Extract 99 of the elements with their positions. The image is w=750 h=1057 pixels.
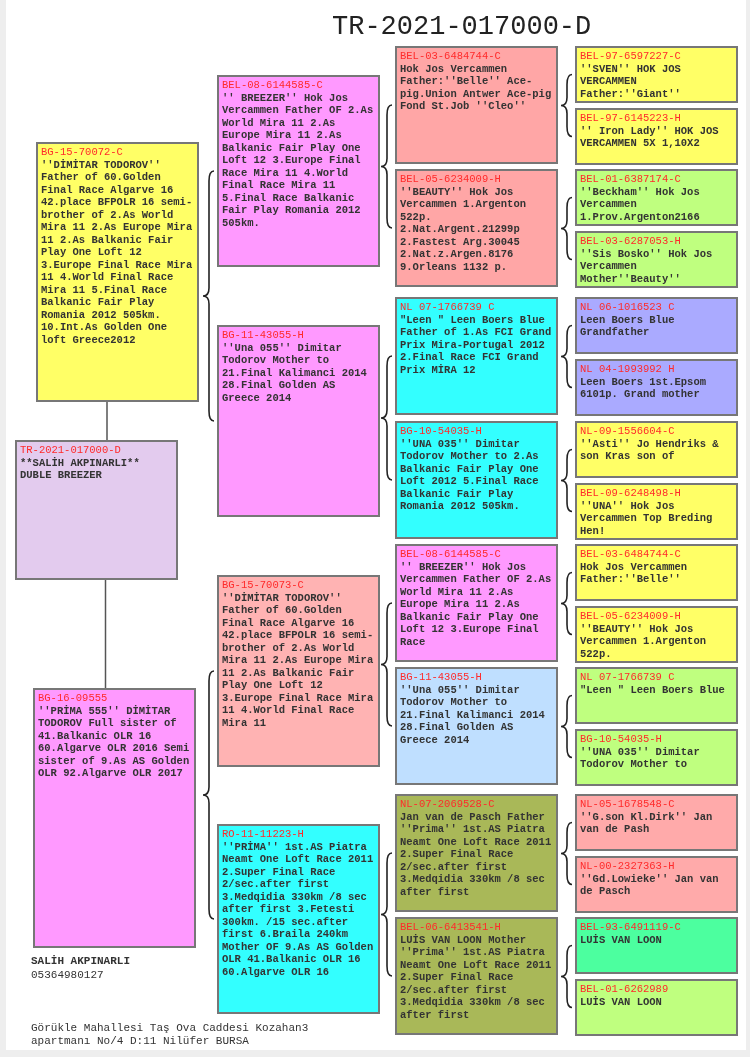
pedigree-text: "Leen " Leen Boers Blue Father of 1.As FCI Grand Prix Mira-Portugal 2012 2.Final Race FCI Grand Prix MİRA 12 <box>400 313 553 376</box>
ring-number: BEL-05-6234009-H <box>400 173 502 186</box>
ring-number: BEL-08-6144585-C <box>222 79 324 92</box>
ring-number: BG-11-43055-H <box>222 329 305 342</box>
pedigree-text: ''Asti'' Jo Hendriks & son Kras son of <box>580 437 720 463</box>
ring-number: BG-10-54035-H <box>400 425 483 438</box>
pedigree-card <box>575 979 738 1036</box>
pedigree-card <box>217 824 380 1014</box>
pedigree-text: '' BREEZER'' Hok Jos Vercammen Father OF 2.As World Mira 11 2.As Europe Mira 11 2.As Balkanic Fair Play One Loft 12 3.Europe Final Race <box>400 560 553 648</box>
ring-number: BEL-93-6491119-C <box>580 921 682 934</box>
ring-number: NL 04-1993992 H <box>580 363 676 376</box>
pedigree-text: ''BEAUTY'' Hok Jos Vercammen 1.Argenton 522p. <box>580 622 708 660</box>
ring-number: BEL-03-6287053-H <box>580 235 682 248</box>
ring-number: TR-2021-017000-D <box>20 444 122 457</box>
pedigree-card <box>575 794 738 851</box>
ring-number: NL-00-2327363-H <box>580 860 676 873</box>
ring-number: BEL-01-6387174-C <box>580 173 682 186</box>
pedigree-card <box>575 667 738 724</box>
pedigree-card <box>575 359 738 416</box>
pedigree-card <box>395 297 558 415</box>
pedigree-text: Leen Boers 1st.Epsom 6101p. Grand mother <box>580 375 708 401</box>
connector-line <box>104 579 107 689</box>
pedigree-card <box>217 325 380 517</box>
pedigree-card <box>575 856 738 913</box>
pedigree-card <box>33 688 196 948</box>
ring-number: BG-15-70073-C <box>222 579 305 592</box>
pedigree-text: ''UNA'' Hok Jos Vercammen Top Breding Hen! <box>580 499 714 537</box>
owner-name: SALİH AKPINARLI <box>31 955 132 968</box>
pedigree-card <box>395 169 558 287</box>
pedigree-card <box>575 606 738 663</box>
pedigree-text: LUİS VAN LOON <box>580 995 663 1008</box>
pedigree-card <box>15 440 178 580</box>
ring-number: BG-15-70072-C <box>41 146 124 159</box>
ring-number: NL-05-1678548-C <box>580 798 676 811</box>
pedigree-text: ''DİMİTAR TODOROV'' Father of 60.Golden Final Race Algarve 16 42.place BFPOLR 16 semi- brother of 2.As World Mira 11 2.As Europe Mira 11 2.As Balkanic Fair Play One Loft 12 3.Europe Final Race Mira 11 4.World Final Race Mira 11 <box>222 591 375 729</box>
pedigree-card <box>36 142 199 402</box>
pedigree-card <box>575 544 738 601</box>
pedigree-card <box>395 917 558 1035</box>
pedigree-text: ''G.son Kl.Dirk'' Jan van de Pash <box>580 810 714 836</box>
ring-number: BEL-97-6597227-C <box>580 50 682 63</box>
pedigree-card <box>575 483 738 540</box>
pedigree-card <box>395 794 558 912</box>
pedigree-title: TR-2021-017000-D <box>332 12 592 42</box>
pedigree-text: **SALİH AKPINARLI** DUBLE BREEZER <box>20 456 141 482</box>
ring-number: NL 06-1016523 C <box>580 301 676 314</box>
pedigree-text: ''Sis Bosko'' Hok Jos Vercammen Mother''Beauty'' <box>580 247 714 285</box>
ring-number: BEL-01-6262989 <box>580 983 670 996</box>
connector-line <box>106 401 108 441</box>
pedigree-text: Jan van de Pasch Father ''Prima'' 1st.AS Piatra Neamt One Loft Race 2011 2.Super Final Race 2/sec.after first 3.Medqidia 330km /8 sec after first <box>400 810 553 898</box>
ring-number: BEL-09-6248498-H <box>580 487 682 500</box>
pedigree-text: ''Beckham'' Hok Jos Vercammen 1.Prov.Argenton2166 <box>580 185 701 223</box>
address-text: Görükle Mahallesi Taş Ova Caddesi Kozahan3 apartmanı No/4 D:11 Nilüfer BURSA <box>31 1022 310 1048</box>
pedigree-card <box>395 667 558 785</box>
ring-number: BEL-06-6413541-H <box>400 921 502 934</box>
ring-number: NL 07-1766739 C <box>400 301 496 314</box>
ring-number: NL-09-1556604-C <box>580 425 676 438</box>
ring-number: BG-11-43055-H <box>400 671 483 684</box>
pedigree-text: '' BREEZER'' Hok Jos Vercammen Father OF 2.As World Mira 11 2.As Europe Mira 11 2.As Balkanic Fair Play One Loft 12 3.Europe Final Race Mira 11 4.World Final Race Mira 11 5.Final Race Balkanic Fair Play Romania 2012 505km. <box>222 91 375 229</box>
pedigree-card <box>575 46 738 103</box>
pedigree-text: Hok Jos Vercammen Father:''Belle'' <box>580 560 689 586</box>
pedigree-card <box>575 169 738 226</box>
pedigree-text: ''SVEN'' HOK JOS VERCAMMEN Father:''Giant'' <box>580 62 682 100</box>
ring-number: RO-11-11223-H <box>222 828 305 841</box>
ring-number: NL 07-1766739 C <box>580 671 676 684</box>
pedigree-text: ''DİMİTAR TODOROV'' Father of 60.Golden Final Race Algarve 16 42.place BFPOLR 16 semi- brother of 2.As World Mira 11 2.As Europe Mira 11 2.As Balkanic Fair Play One Loft 12 3.Europe Final Race Mira 11 4.World Final Race Mira 11 5.Final Race Balkanic Fair Play Romania 2012 505km. 10.Int.As Golden One loft Greece2012 <box>41 158 194 346</box>
pedigree-card <box>395 544 558 662</box>
pedigree-text: "Leen " Leen Boers Blue <box>580 683 726 696</box>
pedigree-card <box>395 421 558 539</box>
pedigree-text: ''Una 055'' Dimitar Todorov Mother to 21.Final Kalimanci 2014 28.Final Golden AS Greece 2014 <box>400 683 546 746</box>
phone-number: 05364980127 <box>31 969 105 982</box>
pedigree-text: ''UNA 035'' Dimitar Todorov Mother to 2.As Balkanic Fair Play One Loft 2012 5.Final Race Balkanic Fair Play Romania 2012 505km. <box>400 437 540 513</box>
pedigree-text: ''PRİMA 555'' DİMİTAR TODOROV Full sister of 41.Balkanic OLR 16 60.Algarve OLR 2016 Semi sister of 9.As AS Golden OLR 92.Algarve OLR 2017 <box>38 704 191 780</box>
pedigree-card <box>575 108 738 165</box>
pedigree-card <box>575 231 738 288</box>
pedigree-text: Leen Boers Blue Grandfather <box>580 313 676 339</box>
pedigree-card <box>217 75 380 267</box>
pedigree-card <box>575 297 738 354</box>
pedigree-card <box>575 729 738 786</box>
pedigree-card <box>575 421 738 478</box>
ring-number: BEL-03-6484744-C <box>580 548 682 561</box>
ring-number: NL-07-2069528-C <box>400 798 496 811</box>
pedigree-card <box>575 917 738 974</box>
ring-number: BEL-03-6484744-C <box>400 50 502 63</box>
pedigree-text: LUİS VAN LOON Mother ''Prima'' 1st.AS Piatra Neamt One Loft Race 2011 2.Super Final Race 2/sec.after first 3.Medqidia 330km /8 sec after first <box>400 933 553 1021</box>
pedigree-card <box>217 575 380 767</box>
pedigree-text: ''Una 055'' Dimitar Todorov Mother to 21.Final Kalimanci 2014 28.Final Golden AS Greece 2014 <box>222 341 368 404</box>
pedigree-text: ''BEAUTY'' Hok Jos Vercammen 1.Argenton 522p. 2.Nat.Argent.21299p 2.Fastest Arg.30045 2.Nat.z.Argen.8176 9.Orleans 1132 p. <box>400 185 528 273</box>
ring-number: BEL-97-6145223-H <box>580 112 682 125</box>
ring-number: BG-16-09555 <box>38 692 109 705</box>
ring-number: BG-10-54035-H <box>580 733 663 746</box>
pedigree-text: LUİS VAN LOON <box>580 933 663 946</box>
pedigree-text: '' Iron Lady'' HOK JOS VERCAMMEN 5X 1,10X2 <box>580 124 720 150</box>
pedigree-card <box>395 46 558 164</box>
pedigree-text: ''UNA 035'' Dimitar Todorov Mother to <box>580 745 701 771</box>
pedigree-text: ''Gd.Lowieke'' Jan van de Pasch <box>580 872 720 898</box>
pedigree-text: Hok Jos Vercammen Father:''Belle'' Ace-pig.Union Antwer Ace-pig Fond St.Job ''Cleo'' <box>400 62 553 113</box>
ring-number: BEL-05-6234009-H <box>580 610 682 623</box>
pedigree-text: ''PRİMA'' 1st.AS Piatra Neamt One Loft Race 2011 2.Super Final Race 2/sec.after first 3.Medqidia 330km /8 sec after first 3.Fetesti 300km. /15 sec.after first 6.Braila 240km Mother OF 9.As AS Golden OLR 41.Balkanic OLR 16 60.Algarve OLR 16 <box>222 840 375 978</box>
ring-number: BEL-08-6144585-C <box>400 548 502 561</box>
